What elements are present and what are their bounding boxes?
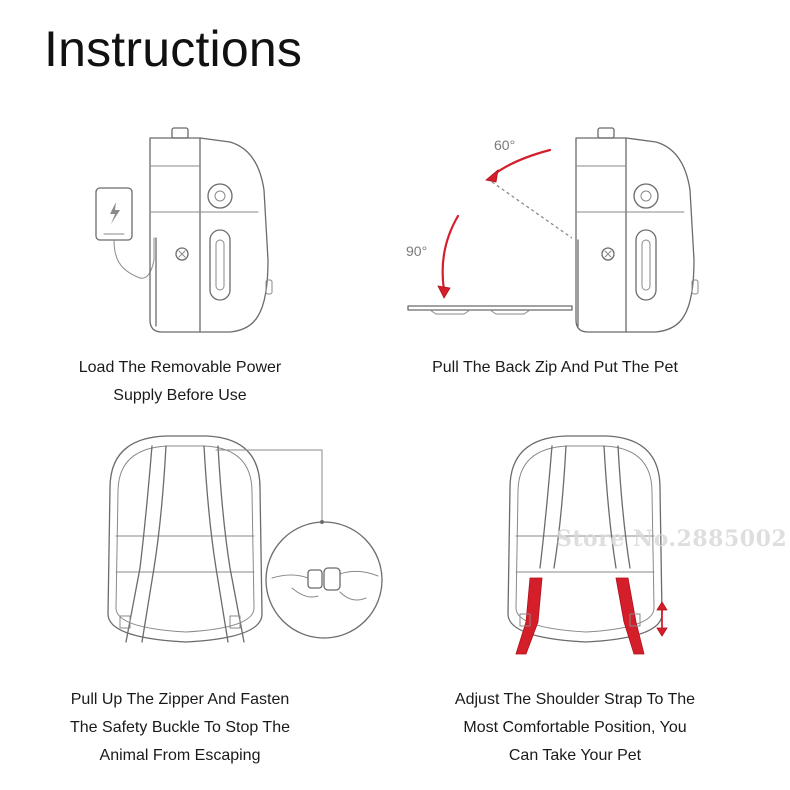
angle-90-label: 90° bbox=[406, 243, 427, 259]
step-1-illustration bbox=[95, 127, 273, 333]
buckle-icon bbox=[265, 521, 383, 639]
power-bank-icon bbox=[95, 187, 133, 241]
angle-60-label: 60° bbox=[494, 137, 515, 153]
step-4-illustration bbox=[507, 435, 668, 655]
page-title: Instructions bbox=[44, 21, 303, 77]
lightning-icon bbox=[110, 202, 120, 224]
step-2-caption: Pull The Back Zip And Put The Pet bbox=[432, 359, 678, 376]
step-1-caption: Load The Removable Power Supply Before U… bbox=[78, 359, 282, 404]
step-3-caption: Pull Up The Zipper And Fasten The Safety… bbox=[70, 691, 290, 764]
step-2-illustration: 60° 90° bbox=[406, 127, 699, 333]
step-4-caption: Adjust The Shoulder Strap To The Most Co… bbox=[454, 691, 696, 764]
close-circle-icon bbox=[175, 247, 189, 261]
step-3-illustration bbox=[107, 435, 383, 643]
left-strap-highlight bbox=[515, 577, 543, 655]
store-watermark: Store No.2885002 bbox=[556, 526, 788, 552]
double-arrow-icon bbox=[656, 601, 668, 637]
fan-vent-icon bbox=[207, 183, 233, 209]
rotate-arrow-icon bbox=[437, 148, 552, 299]
